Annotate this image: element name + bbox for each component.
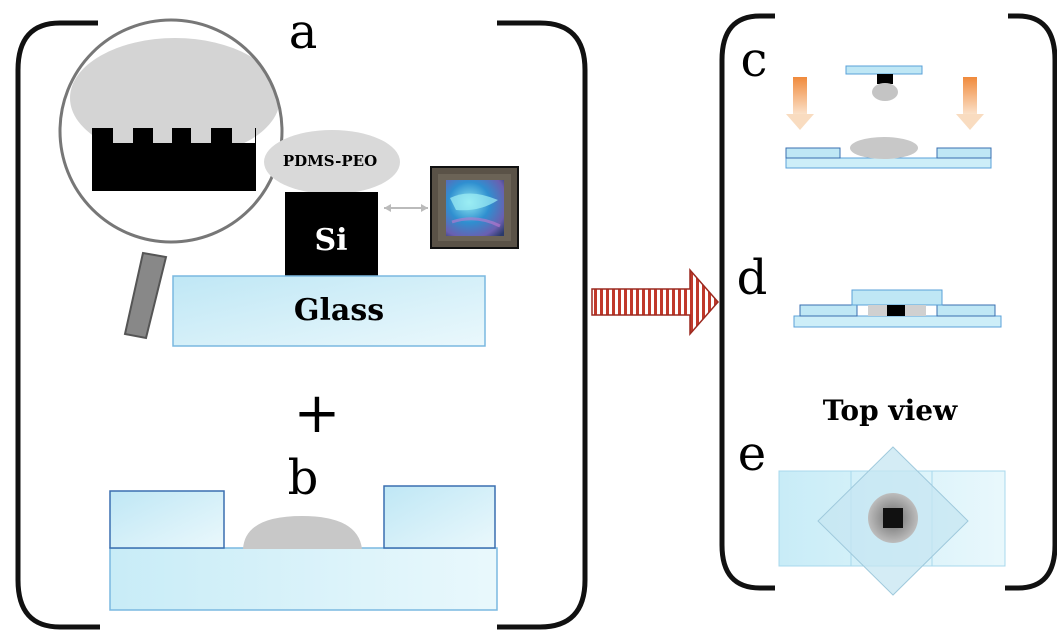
top-view-label: Top view <box>823 394 958 427</box>
base-glass <box>109 547 498 611</box>
left-bracket-top-right <box>497 20 588 630</box>
magnifier-handle <box>123 251 168 340</box>
right-bracket-right <box>1005 13 1057 591</box>
double-arrow-icon <box>384 204 428 212</box>
top-cover-glass <box>845 65 923 75</box>
chip-photo <box>430 166 519 249</box>
silicon-block <box>285 192 378 276</box>
spacer-left-c <box>785 147 841 159</box>
panel-b-assembly <box>109 485 498 611</box>
magnifying-glass-icon <box>58 18 284 340</box>
droplet-b <box>243 516 362 549</box>
base-glass-d <box>793 315 1002 328</box>
panel-letter-a: a <box>289 4 318 60</box>
down-arrow-left-icon <box>786 77 814 130</box>
spacer-right-c <box>936 147 992 159</box>
plus-sign: + <box>294 381 341 446</box>
silicon-chip-c <box>877 74 893 84</box>
panel-c-assembly <box>785 65 992 169</box>
panel-letter-c: c <box>741 32 768 88</box>
right-bracket-left <box>719 13 775 591</box>
silicon-chip-top-view <box>883 508 903 528</box>
top-cover-glass-d <box>851 289 943 306</box>
spacer-left-d <box>799 304 858 317</box>
glass-slide <box>172 275 486 347</box>
base-glass-c <box>785 157 992 169</box>
striped-right-arrow-icon <box>591 268 719 336</box>
hanging-droplet <box>872 83 898 101</box>
spacer-right <box>383 485 496 549</box>
panel-e-top-view <box>778 446 1006 596</box>
spacer-left <box>109 490 225 549</box>
panel-letter-b: b <box>288 450 319 506</box>
left-bracket-top-left <box>15 20 100 630</box>
pdms-peo-label: PDMS-PEO <box>283 152 377 170</box>
panel-letter-e: e <box>738 426 766 482</box>
silicon-label: Si <box>314 223 347 258</box>
spacer-right-d <box>936 304 996 317</box>
magnified-grating <box>92 128 256 191</box>
glass-label: Glass <box>294 293 384 328</box>
silicon-chip-d <box>887 305 905 316</box>
panel-d-assembly <box>793 289 1002 328</box>
pdms-peo-droplet <box>264 130 400 194</box>
panel-letter-d: d <box>737 250 768 306</box>
droplet-c <box>850 137 918 159</box>
down-arrow-right-icon <box>956 77 984 130</box>
